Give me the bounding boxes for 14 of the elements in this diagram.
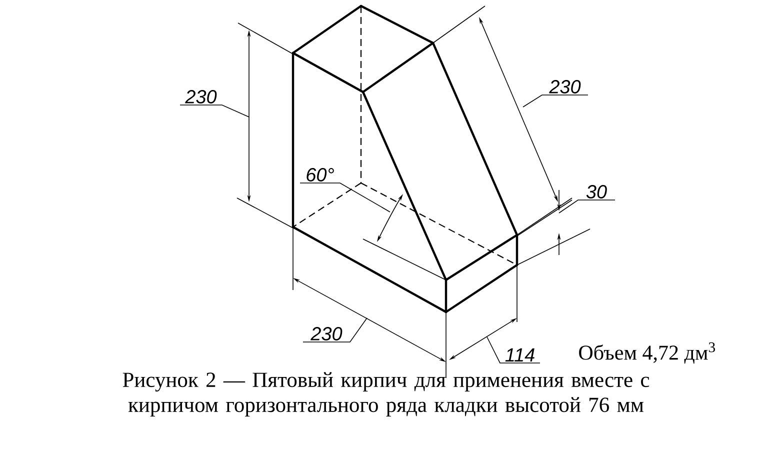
- leader-line: [558, 200, 616, 214]
- dimension-label: 230: [549, 80, 581, 94]
- volume-note: Объем 4,72 дм$^{3}$: [579, 342, 715, 364]
- dimension-label: 114: [505, 348, 534, 362]
- caption: Рисунок 2 — Пятовый кирпич для применения вместе с кирпичом горизонтального ряда кладки высотой 76 мм: [122, 372, 650, 416]
- leader-line: [486, 336, 540, 364]
- angle-label: 60°: [306, 168, 334, 182]
- dimension-label: 230: [185, 90, 217, 104]
- leader-line: [522, 94, 588, 108]
- dimension-label: 230: [310, 327, 342, 340]
- leader-line: [302, 318, 368, 342]
- dimension-label: 30: [586, 185, 607, 198]
- leader-line: [300, 182, 390, 212]
- leader-line: [180, 104, 250, 118]
